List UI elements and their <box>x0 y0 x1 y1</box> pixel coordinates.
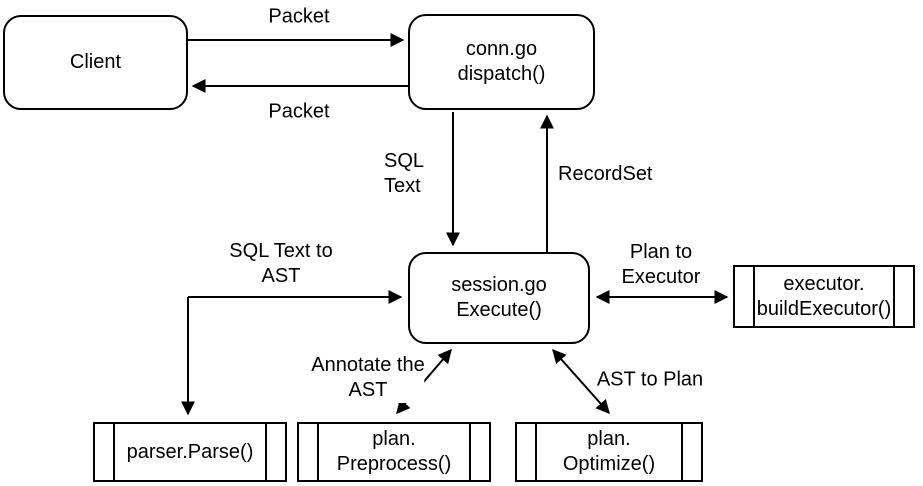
label-annotate-the-ast: Annotate the AST <box>311 353 425 403</box>
label-ast-to-plan: AST to Plan <box>596 367 704 393</box>
node-conn-dispatch: conn.go dispatch() <box>408 14 595 110</box>
label-sql-text: SQL Text <box>384 149 425 199</box>
node-plan-optimize: plan. Optimize() <box>515 422 703 482</box>
edge-session-to-optimize <box>552 348 610 415</box>
node-session-execute: session.go Execute() <box>408 252 590 344</box>
label-packet-top: Packet <box>268 4 330 30</box>
node-executor-buildexecutor: executor. buildExecutor() <box>733 265 915 328</box>
label-packet-bottom: Packet <box>268 99 330 125</box>
node-client: Client <box>3 15 188 110</box>
label-recordset: RecordSet <box>558 162 653 187</box>
node-plan-preprocess: plan. Preprocess() <box>297 422 491 482</box>
label-sql-text-to-ast: SQL Text to AST <box>229 239 333 289</box>
label-plan-to-executor: Plan to Executor <box>621 240 701 290</box>
node-parser-parse: parser.Parse() <box>93 422 287 482</box>
